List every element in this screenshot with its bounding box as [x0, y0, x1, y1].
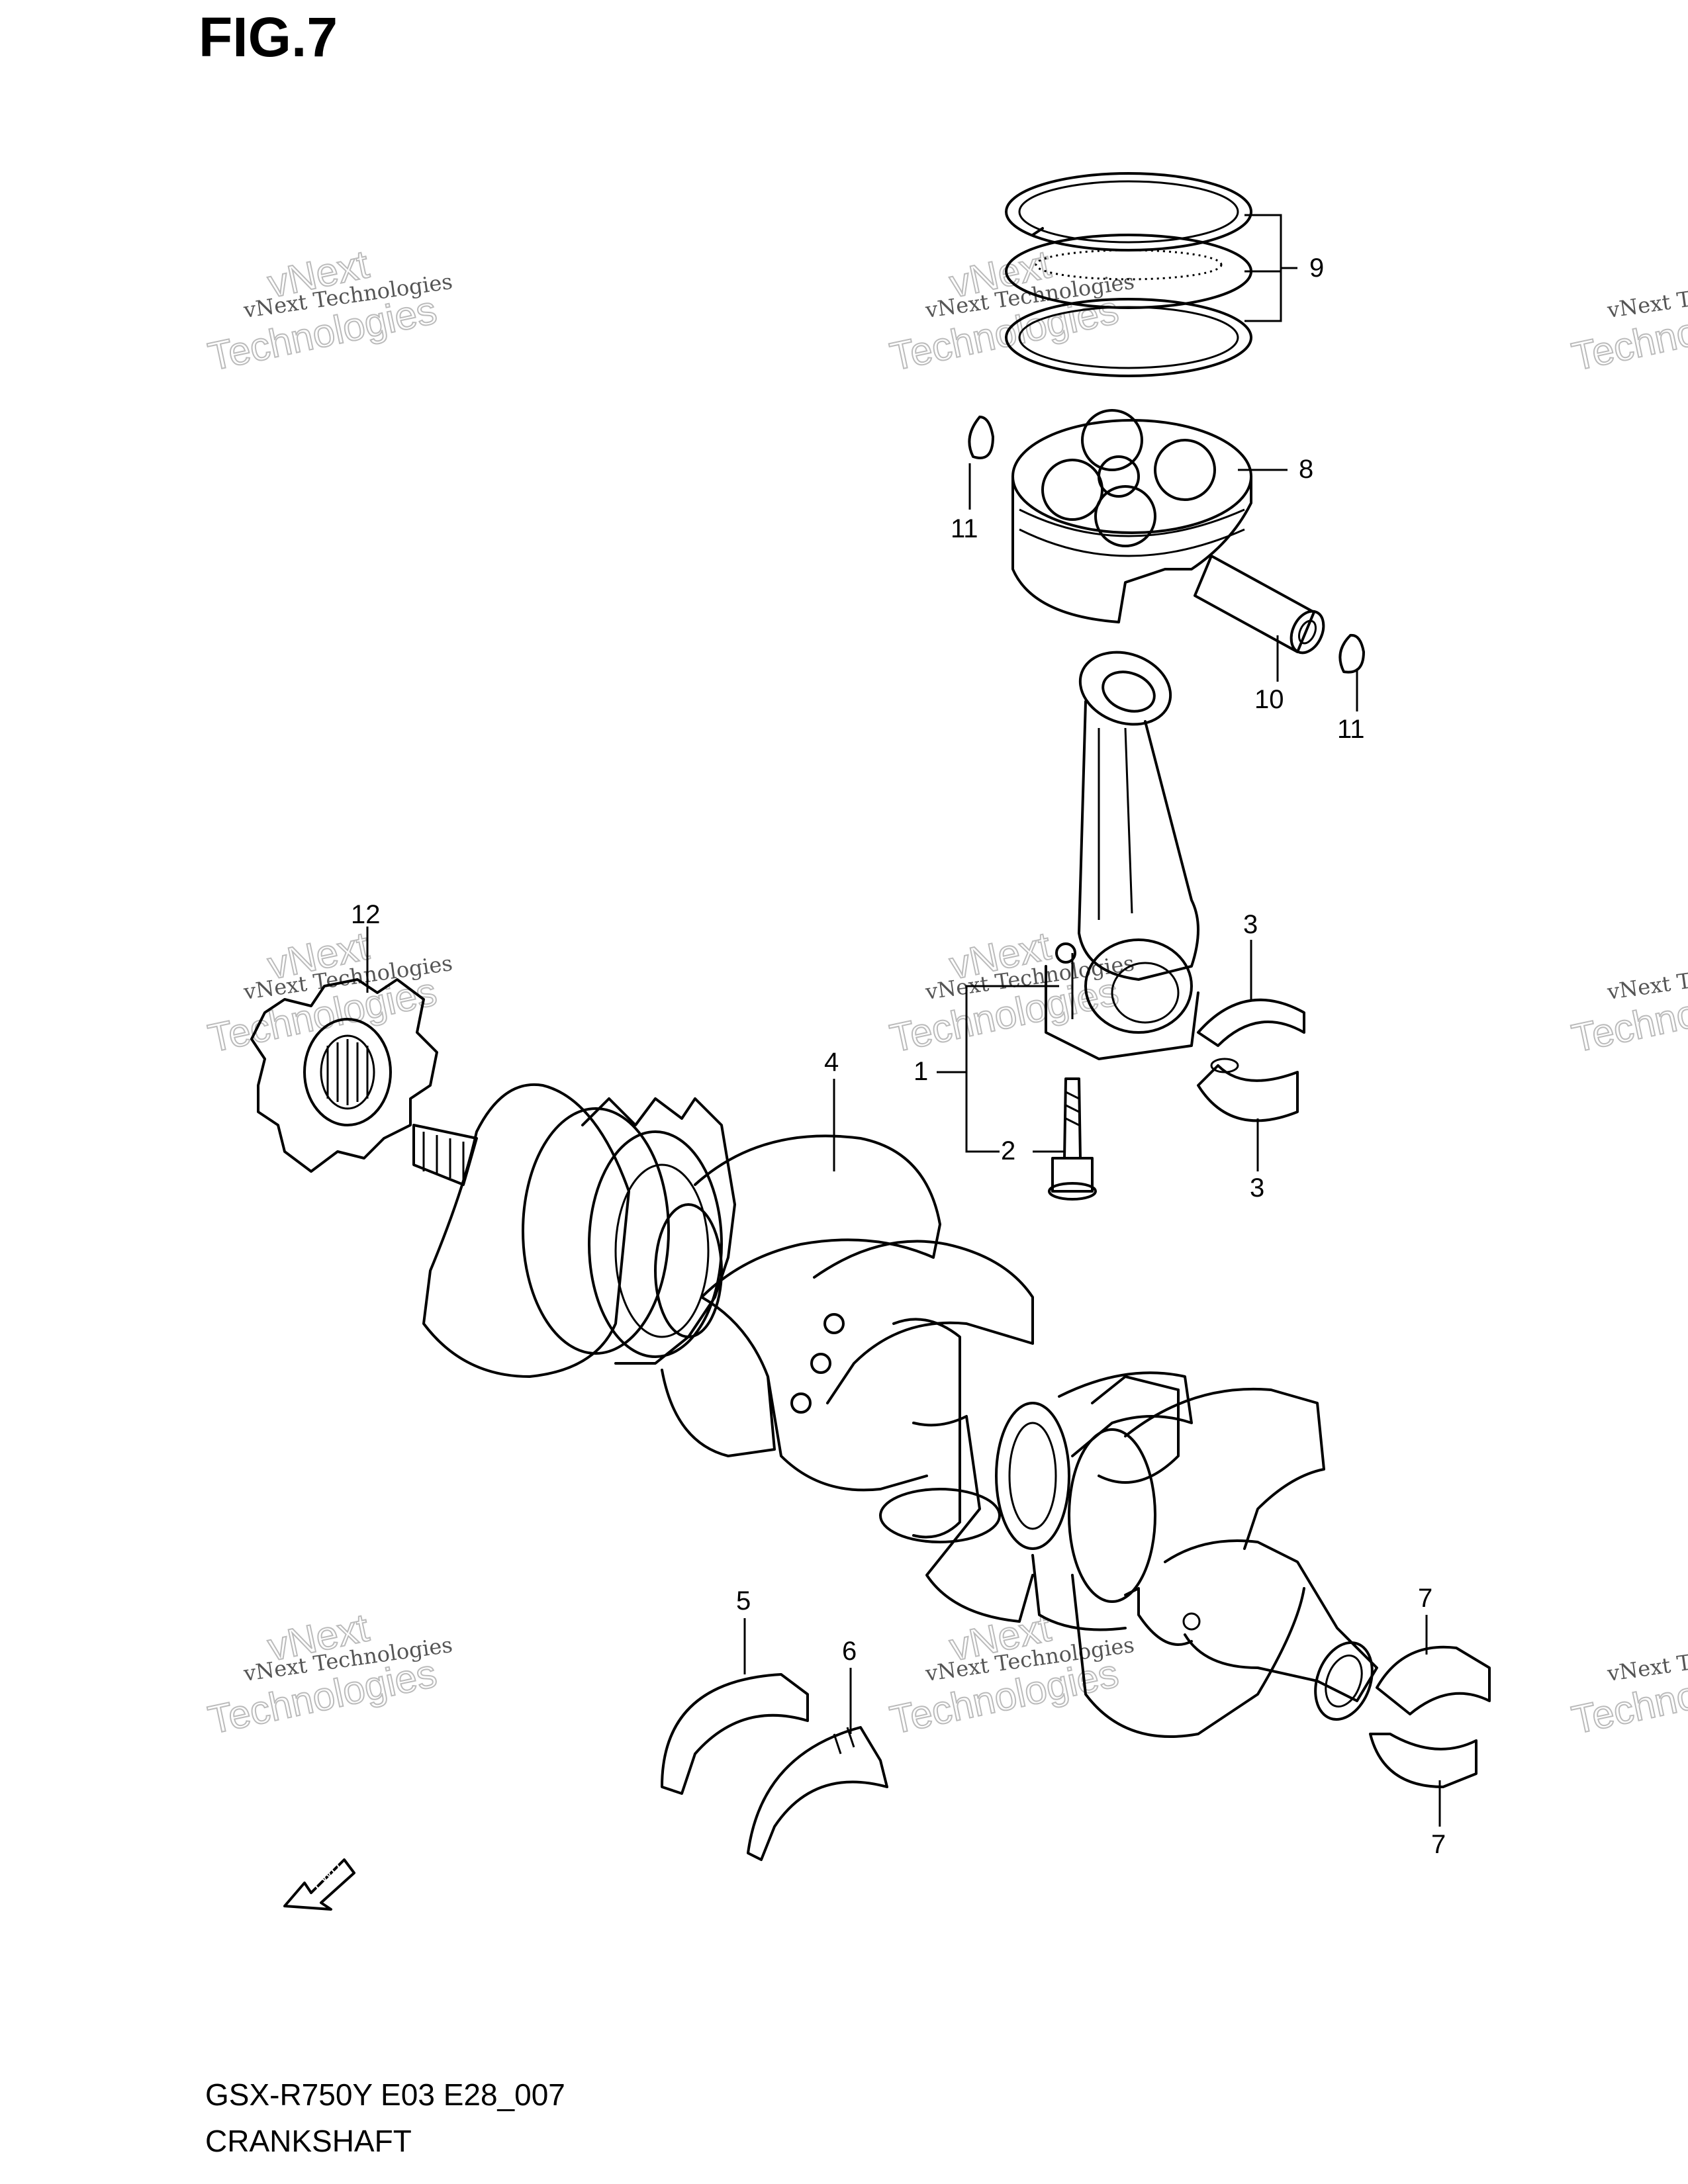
crankshaft — [412, 1083, 1378, 1738]
callout-12: 12 — [351, 900, 381, 929]
callout-8: 8 — [1299, 455, 1313, 484]
thrust-bearing-5 — [661, 1673, 809, 1795]
watermark-top-left: vNext Technologies vNext Technologies — [204, 241, 454, 379]
watermark-bottom-left: vNext Technologies vNext Technologies — [204, 1604, 454, 1743]
callout-3-bottom: 3 — [1250, 1173, 1264, 1203]
drive-sprocket — [250, 978, 438, 1173]
piston-pin — [1194, 555, 1325, 655]
thrust-bearing-6 — [747, 1726, 888, 1861]
watermark-group: vNext Technologies vNext Technologies vN… — [204, 241, 1688, 1743]
callout-10: 10 — [1254, 685, 1284, 714]
callout-11-right: 11 — [1337, 715, 1365, 744]
watermark-bottom-right: vNext Technologies Technologies — [1568, 1632, 1688, 1743]
conrod-bearings — [1197, 998, 1305, 1122]
callout-4: 4 — [824, 1048, 839, 1077]
figure-title: FIG.7 — [199, 6, 338, 68]
main-bearings — [1369, 1645, 1491, 1788]
callout-1: 1 — [914, 1057, 928, 1086]
callout-3-top: 3 — [1243, 910, 1258, 939]
callout-numbers: 9 8 11 10 11 12 3 1 4 2 3 5 6 7 7 — [351, 253, 1446, 1859]
watermark-bottom-center: vNext Technologies vNext Technologies — [886, 1604, 1136, 1743]
conrod-bolt — [1048, 1077, 1097, 1201]
callout-7-bottom: 7 — [1431, 1830, 1446, 1859]
model-code: GSX-R750Y E03 E28_007 — [205, 2077, 565, 2112]
section-name: CRANKSHAFT — [205, 2124, 412, 2158]
callout-6: 6 — [842, 1637, 857, 1666]
piston — [1011, 409, 1252, 623]
callout-5: 5 — [736, 1586, 751, 1615]
callout-7-top: 7 — [1418, 1584, 1432, 1613]
watermark-mid-left: vNext Technologies vNext Technologies — [204, 923, 454, 1061]
watermark-top-right: vNext Technologies Technologies — [1568, 269, 1688, 380]
callout-2: 2 — [1001, 1136, 1015, 1165]
callout-11-left: 11 — [951, 514, 978, 543]
connecting-rod — [1045, 651, 1199, 1060]
callout-9: 9 — [1309, 253, 1324, 283]
watermark-mid-right: vNext Technologies Technologies — [1568, 950, 1688, 1062]
watermark-mid-center: vNext Technologies vNext Technologies — [886, 923, 1136, 1061]
leader-lines — [366, 214, 1441, 1827]
forward-arrow: FWD — [283, 1858, 355, 1911]
